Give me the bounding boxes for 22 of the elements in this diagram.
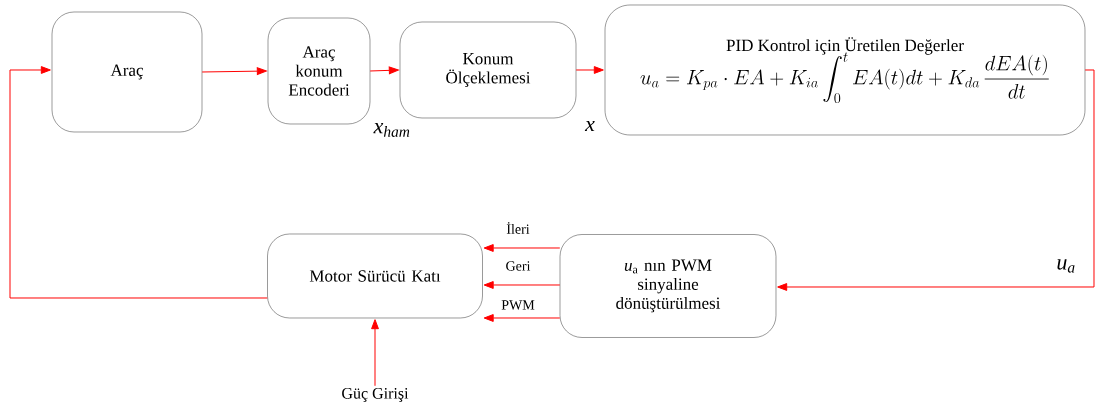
process-box: Motor Sürücü Katı: [267, 233, 483, 319]
process-box: Araç: [51, 11, 203, 133]
arrow: [777, 69, 1095, 291]
process-box: Konum Ölçeklemesi: [399, 21, 577, 119]
edge-label: u$_{a}$: [1055, 258, 1077, 274]
arrow: [201, 67, 267, 76]
arrow: [483, 281, 561, 289]
process-box: Araç konum Encoderi: [267, 17, 371, 125]
arrow: [483, 244, 561, 252]
edge-label: x$_{ham}$: [372, 122, 412, 138]
input-label: Güç Girişi: [342, 388, 409, 402]
formula-box: PID Kontrol için Üretilen Değerler $u_a = K_{pa}\cdot EA + K_{ia}\int_0^t EA(t)dt + K_{da}\,\frac{dEA(t)}{dt}$: [604, 4, 1086, 136]
arrow: [9, 66, 268, 299]
edge-label: PWM: [500, 299, 536, 311]
arrow: [575, 66, 604, 74]
process-box: u$_{a}$ nın PWM sinyaline dönüştürülmesi: [559, 234, 777, 338]
arrow: [371, 319, 379, 387]
arrow: [483, 314, 561, 322]
arrow: [369, 66, 399, 75]
edge-label: Geri: [504, 260, 532, 272]
edge-label: İleri: [505, 221, 531, 235]
edge-label: x: [584, 119, 596, 133]
